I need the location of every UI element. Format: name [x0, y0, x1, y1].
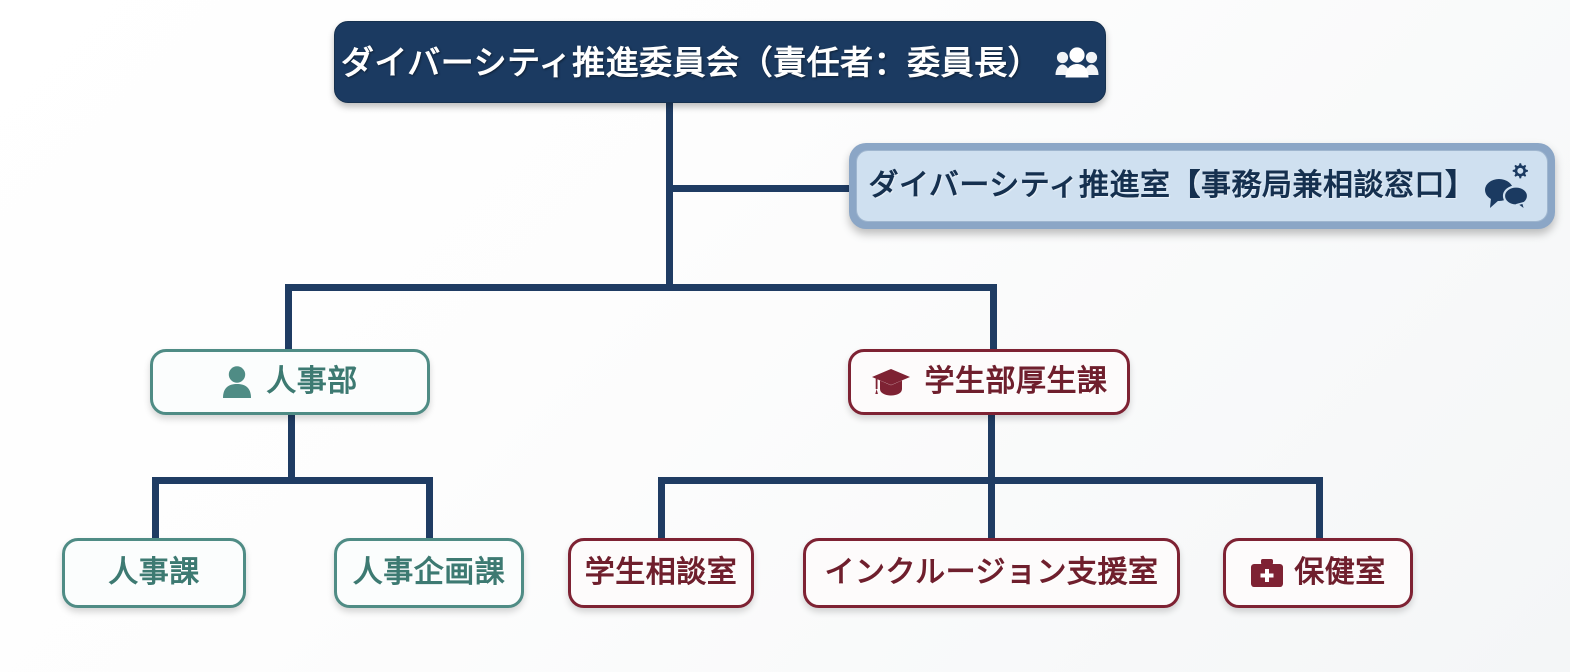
- medkit-icon: [1250, 558, 1284, 588]
- connector-committee-trunk: [666, 100, 673, 290]
- node-student-counseling[interactable]: 学生相談室: [568, 538, 754, 608]
- node-diversity-office[interactable]: ダイバーシティ推進室【事務局兼相談窓口】: [856, 150, 1548, 222]
- connector-drop-hr-section: [152, 477, 159, 541]
- connector-student-bus: [658, 477, 1323, 484]
- connector-hr-bus: [152, 477, 433, 484]
- node-student-welfare-label: 学生部厚生課: [924, 365, 1108, 398]
- connector-drop-health-room: [1316, 477, 1323, 541]
- node-hr-planning-section-label: 人事企画課: [352, 556, 506, 589]
- connector-drop-hr-department: [285, 284, 292, 352]
- node-hr-planning-section[interactable]: 人事企画課: [334, 538, 524, 608]
- node-hr-department-label: 人事部: [266, 365, 358, 398]
- connector-office-branch: [666, 185, 858, 192]
- node-student-welfare[interactable]: 学生部厚生課: [848, 349, 1130, 415]
- node-hr-section[interactable]: 人事課: [62, 538, 246, 608]
- connector-level2-bus: [285, 284, 997, 291]
- node-diversity-committee-label: ダイバーシティ推進委員会（責任者：委員長）: [340, 43, 1042, 81]
- connector-drop-hr-planning-section: [426, 477, 433, 541]
- connector-drop-student-counseling: [658, 477, 665, 541]
- node-student-counseling-label: 学生相談室: [584, 556, 738, 589]
- graduation-cap-icon: [871, 366, 911, 398]
- users-icon: [1055, 45, 1099, 79]
- connector-hr-department-trunk: [288, 415, 295, 483]
- comments-gear-icon: [1484, 160, 1530, 212]
- node-hr-department[interactable]: 人事部: [150, 349, 430, 415]
- node-health-room-label: 保健室: [1294, 556, 1386, 589]
- connector-drop-student-welfare: [990, 284, 997, 352]
- node-inclusion-support[interactable]: インクルージョン支援室: [803, 538, 1180, 608]
- node-diversity-office-frame: ダイバーシティ推進室【事務局兼相談窓口】: [849, 143, 1555, 229]
- node-diversity-committee[interactable]: ダイバーシティ推進委員会（責任者：委員長）: [334, 21, 1106, 103]
- node-hr-section-label: 人事課: [108, 556, 200, 589]
- node-diversity-office-label: ダイバーシティ推進室【事務局兼相談窓口】: [868, 169, 1476, 202]
- node-inclusion-support-label: インクルージョン支援室: [824, 556, 1159, 589]
- user-icon: [222, 365, 252, 399]
- node-health-room[interactable]: 保健室: [1223, 538, 1413, 608]
